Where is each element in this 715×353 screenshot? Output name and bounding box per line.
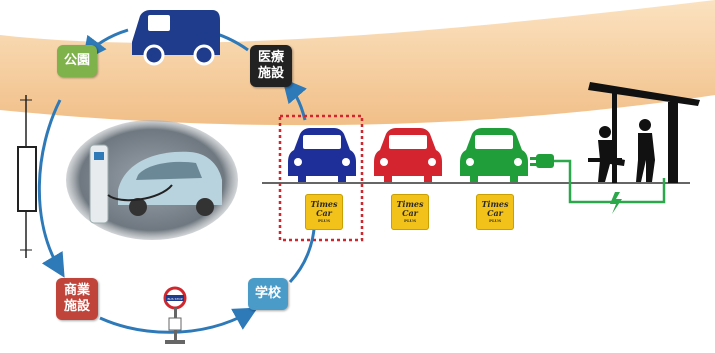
car-green-icon [460,128,528,182]
commercial-facility-node: 商業 施設 [56,278,98,320]
plug-icon [530,154,554,168]
highlight-box [278,114,364,242]
van-icon [132,10,220,66]
times-car-logo-line3: PLUS [489,218,501,223]
times-car-logo-line2: Car [487,208,503,218]
times-car-logo: Times Car PLUS [391,194,429,230]
medical-facility-label: 医療 施設 [257,50,284,81]
car-blue-icon [288,128,356,182]
park-label: 公園 [63,53,90,68]
bus-shelter-icon [588,82,700,183]
commercial-facility-label: 商業 施設 [63,283,90,314]
road-marker-icon [17,95,37,258]
school-node: 学校 [248,278,288,310]
lightning-icon [610,192,622,214]
times-car-logo-line3: PLUS [404,218,416,223]
medical-facility-node: 医療 施設 [250,45,292,87]
times-car-logo-line1: Times [396,199,424,209]
charging-station-photo [66,120,238,240]
park-node: 公園 [57,45,97,77]
times-car-logo-line1: Times [481,199,509,209]
times-car-logo-line2: Car [402,208,418,218]
times-car-logo-line1: Times [310,199,338,209]
car-red-icon [374,128,442,182]
times-car-logo-line3: PLUS [318,218,330,223]
times-car-logo-line2: Car [316,208,332,218]
bus-stop-sign-text: BUS STOP [167,297,182,301]
times-car-logo: Times Car PLUS [476,194,514,230]
school-label: 学校 [254,286,281,301]
route-band [0,0,715,126]
bus-stop-icon [163,286,187,344]
charger-wire [554,159,666,204]
times-car-logo: Times Car PLUS [305,194,343,230]
